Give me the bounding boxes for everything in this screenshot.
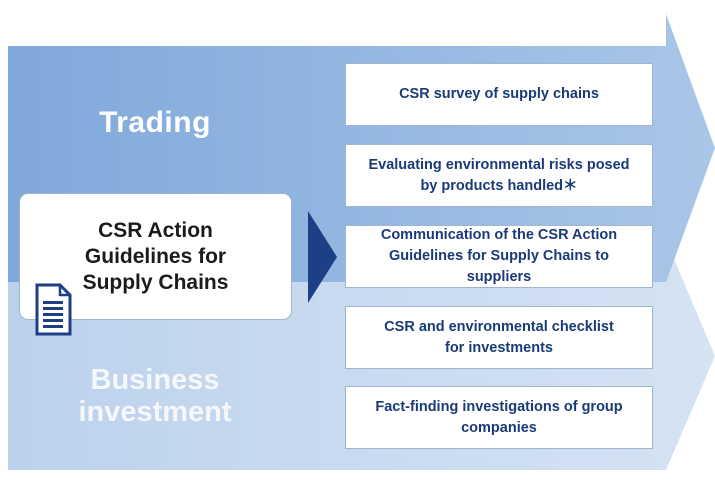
action-3-line1: Communication of the CSR Action <box>380 227 618 243</box>
action-csr-survey: CSR survey of supply chains <box>345 63 653 126</box>
action-environmental-risks: Evaluating environmental risks posed by … <box>345 144 653 207</box>
action-5-line1: Fact-finding investigations of group <box>375 398 623 415</box>
csr-guidelines-line2: Guidelines for <box>84 245 227 268</box>
csr-guidelines-line3: Supply Chains <box>82 271 229 294</box>
action-5-line2: companies <box>461 419 537 436</box>
action-checklist: CSR and environmental checklist for inve… <box>345 306 653 369</box>
action-4-line2: for investments <box>445 339 553 356</box>
action-2-line2: by products handled＊ <box>420 177 578 194</box>
action-2-line1: Evaluating environmental risks posed <box>368 156 630 173</box>
action-4-line1: CSR and environmental checklist <box>384 318 614 335</box>
action-communication: Communication of the CSR Action Guidelin… <box>345 225 653 288</box>
csr-guidelines-title: CSR Action Guidelines for Supply Chains <box>20 218 291 296</box>
business-heading-line1: Business <box>90 364 220 396</box>
action-fact-finding: Fact-finding investigations of group com… <box>345 386 653 449</box>
csr-guidelines-line1: CSR Action <box>98 219 213 242</box>
action-3-line2: Guidelines for Supply Chains to supplier… <box>389 248 609 285</box>
business-heading-line2: investment <box>78 396 232 428</box>
triangle-pointer-icon <box>308 211 337 303</box>
action-1-line1: CSR survey of supply chains <box>399 86 599 102</box>
document-icon <box>35 283 72 336</box>
trading-heading: Trading <box>99 106 211 139</box>
business-investment-heading: Business investment <box>60 364 250 428</box>
